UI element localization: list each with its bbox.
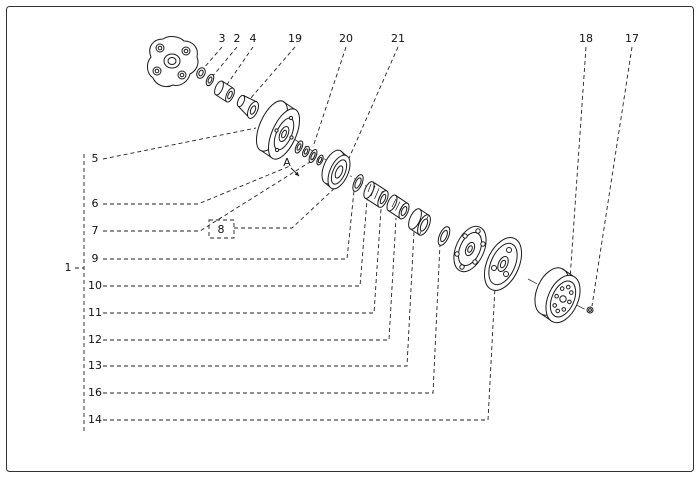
callout-17: 17 — [625, 32, 639, 45]
callout-1: 1 — [65, 261, 72, 274]
part-small-rings — [308, 148, 324, 166]
part-spacer-bushing — [214, 80, 235, 103]
diagram-frame — [6, 6, 694, 472]
leader-line-7 — [103, 161, 311, 232]
view-marker-a: A — [283, 156, 291, 169]
callout-7: 7 — [92, 224, 99, 237]
leader-line-8 — [234, 184, 339, 229]
leader-line-11 — [103, 208, 382, 314]
callout-21: 21 — [391, 32, 405, 45]
leader-line-6 — [103, 165, 291, 205]
leader-line-2 — [211, 46, 238, 78]
callout-20: 20 — [339, 32, 353, 45]
view-marker-arrow — [290, 167, 300, 177]
callout-11: 11 — [88, 306, 102, 319]
callout-6: 6 — [92, 197, 99, 210]
part-needle-bearing — [386, 194, 410, 220]
callout-12: 12 — [88, 333, 102, 346]
callout-14: 14 — [88, 413, 102, 426]
callout-2: 2 — [234, 32, 241, 45]
part-spring-sleeve — [363, 181, 389, 208]
callout-18: 18 — [579, 32, 593, 45]
part-clutch-assembly — [483, 237, 523, 291]
leader-line-16 — [103, 243, 441, 394]
part-driven-pulley-half — [255, 100, 301, 160]
leader-line-20 — [312, 46, 347, 148]
callout-16: 16 — [88, 386, 102, 399]
callout-labels: 3 2 4 19 20 21 18 17 5 6 7 9 10 11 12 13… — [65, 32, 640, 426]
callout-5: 5 — [92, 152, 99, 165]
part-nut — [196, 67, 206, 79]
leader-line-13 — [103, 230, 415, 367]
callout-3: 3 — [219, 32, 226, 45]
part-spring-collar — [321, 149, 351, 190]
leader-line-19 — [249, 46, 296, 100]
part-thrust-washer — [437, 226, 451, 246]
part-bolt — [586, 306, 594, 314]
part-splined-hub — [408, 208, 431, 236]
callout-8-box — [208, 219, 235, 239]
leader-line-21 — [345, 46, 399, 166]
leader-line-12 — [103, 217, 397, 341]
part-small-spacers — [294, 140, 310, 158]
part-cone-spacer — [236, 94, 260, 119]
leader-line-3 — [202, 46, 223, 70]
leader-line-10 — [103, 199, 368, 287]
leader-lines — [75, 46, 633, 431]
part-washer — [205, 73, 215, 87]
part-retaining-ring — [352, 174, 364, 192]
callout-8: 8 — [218, 223, 225, 236]
callout-4: 4 — [250, 32, 257, 45]
leader-line-9 — [103, 190, 355, 260]
callout-10: 10 — [88, 279, 102, 292]
callout-9: 9 — [92, 252, 99, 265]
callout-13: 13 — [88, 359, 102, 372]
part-clutch-bell — [534, 267, 581, 324]
leader-line-18 — [569, 46, 587, 280]
leader-line-14 — [103, 286, 496, 421]
callout-19: 19 — [288, 32, 302, 45]
leader-line-4 — [225, 46, 254, 87]
leader-line-5 — [102, 127, 257, 160]
clutch-bell-centerline — [527, 278, 589, 312]
part-mounting-bracket — [147, 36, 199, 88]
leader-line-17 — [591, 46, 633, 307]
part-clutch-drum-plate — [453, 225, 487, 273]
